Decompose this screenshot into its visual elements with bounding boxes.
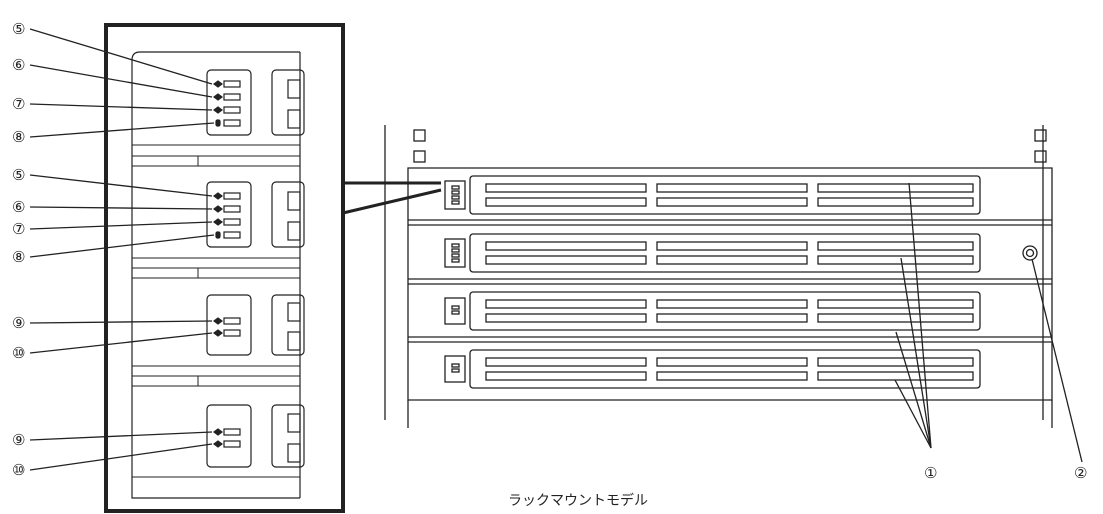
- callout-2: ②: [1074, 464, 1087, 482]
- callout-5-top: ⑤: [12, 20, 25, 38]
- callout-labels: ⑤ ⑥ ⑦ ⑧ ⑤ ⑥ ⑦ ⑧ ⑨ ⑩ ⑨ ⑩ ① ②: [12, 20, 1087, 482]
- callout-8-bottom: ⑧: [12, 248, 25, 266]
- drive-bay-4: [444, 349, 981, 389]
- callout-8-top: ⑧: [12, 128, 25, 146]
- callout-5-bottom: ⑤: [12, 166, 25, 184]
- callout-7-bottom: ⑦: [12, 220, 25, 238]
- callout-10-bottom: ⑩: [12, 461, 25, 479]
- callout-6-bottom: ⑥: [12, 198, 25, 216]
- drive-bay-1: [408, 175, 1052, 226]
- zoom-inset: [104, 23, 442, 513]
- inset-module-1: [206, 69, 305, 136]
- rack-unit: [384, 125, 1053, 428]
- inset-module-3: [206, 294, 305, 356]
- callout-6-top: ⑥: [12, 56, 25, 74]
- callout-7-top: ⑦: [12, 95, 25, 113]
- inset-module-4: [206, 404, 305, 468]
- drive-bay-2: [408, 233, 1052, 285]
- callout-9-bottom: ⑨: [12, 431, 25, 449]
- callout-10-top: ⑩: [12, 344, 25, 362]
- drive-bay-3: [408, 291, 1052, 343]
- diagram-caption: ラックマウントモデル: [508, 492, 648, 509]
- callout-9-top: ⑨: [12, 314, 25, 332]
- callout-1: ①: [924, 464, 937, 482]
- key-lock-icon: [1022, 245, 1038, 261]
- leader-lines: [29, 28, 1083, 471]
- inset-module-2: [206, 181, 305, 248]
